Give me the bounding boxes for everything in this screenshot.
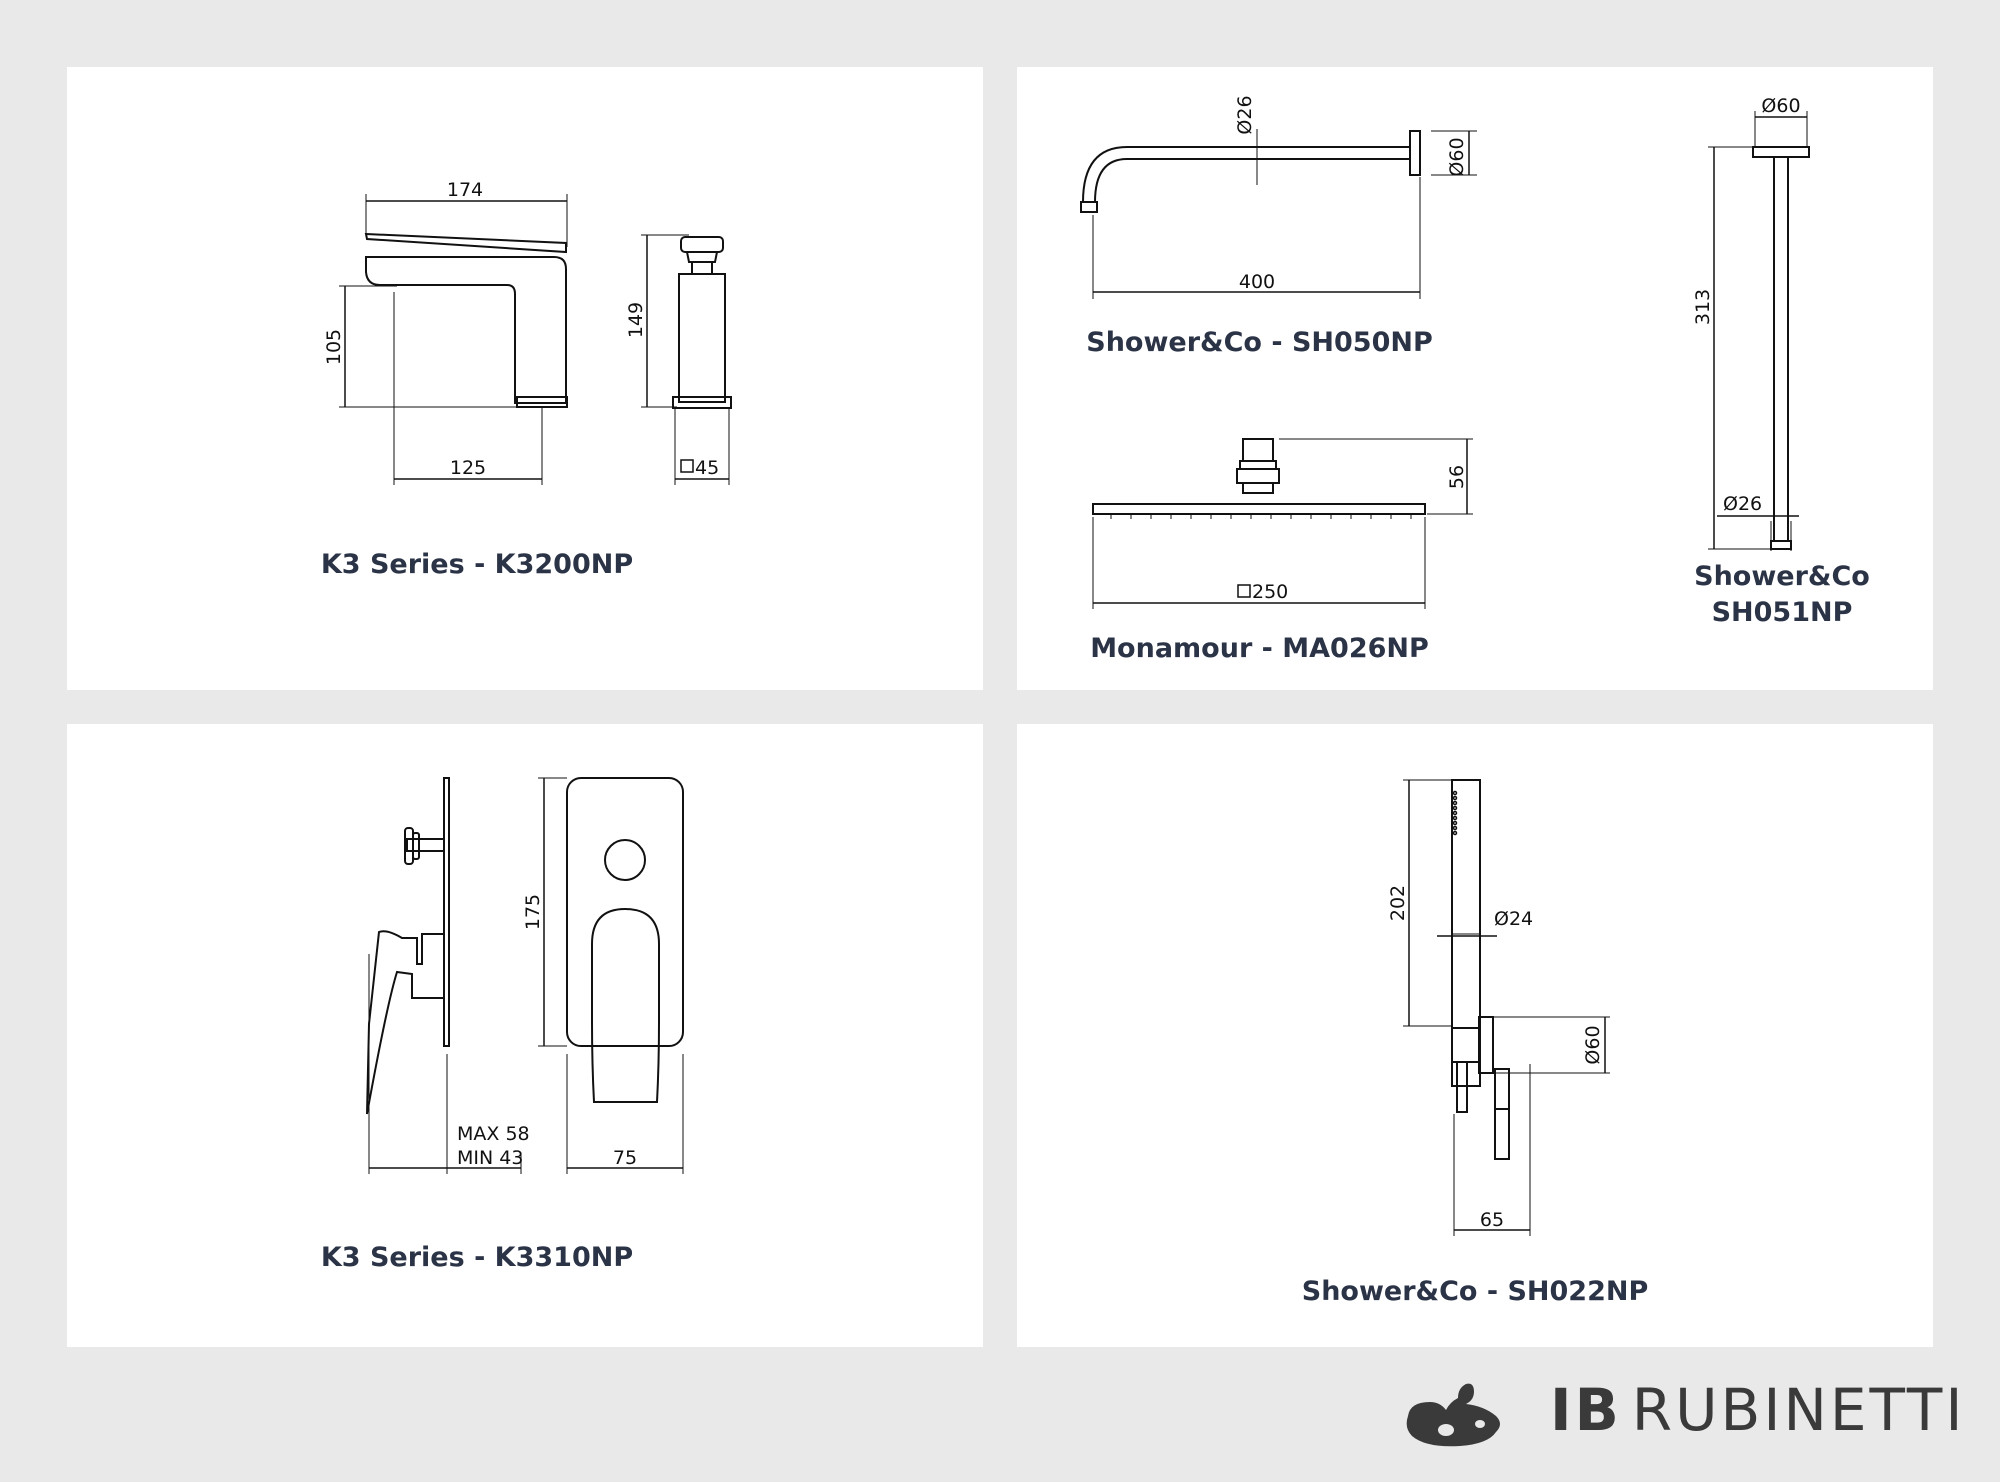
product-caption-k3200: K3 Series - K3200NP — [320, 549, 634, 580]
product-caption-sh051-line1: Shower&Co — [1694, 561, 1870, 592]
dim-bracket-depth: 65 — [1480, 1209, 1504, 1231]
dim-ceiling-top-diameter: Ø60 — [1761, 95, 1800, 117]
drawing-sh022: 202 Ø24 Ø60 65 — [1387, 779, 1610, 1236]
dim-side-base: 45 — [695, 457, 719, 479]
palette-logo-icon — [1406, 1383, 1500, 1447]
drawing-k3200: 174 105 125 149 45 — [323, 179, 732, 485]
dim-ceiling-length: 313 — [1692, 289, 1714, 325]
dim-max: MAX 58 — [457, 1123, 530, 1145]
dim-width-top: 174 — [447, 179, 483, 201]
dim-bottom: 125 — [450, 457, 486, 479]
product-caption-sh051-line2: SH051NP — [1711, 597, 1853, 628]
dim-flange-diameter: Ø60 — [1446, 137, 1468, 176]
dim-plate-width: 75 — [613, 1147, 637, 1169]
dim-pipe-diameter: Ø26 — [1234, 95, 1256, 134]
product-caption-sh050: Shower&Co - SH050NP — [1086, 327, 1433, 358]
panel-k3310: MAX 58 MIN 43 175 75 K3 Series - K3310NP — [67, 724, 983, 1347]
dim-head-height: 56 — [1446, 465, 1468, 489]
dim-min: MIN 43 — [457, 1147, 523, 1169]
dim-plate-height: 175 — [522, 894, 544, 930]
panel-sh022: 202 Ø24 Ø60 65 Shower&Co - SH022NP — [1017, 724, 1933, 1347]
dim-head-width: 250 — [1252, 581, 1288, 603]
product-caption-k3310: K3 Series - K3310NP — [320, 1242, 634, 1273]
dim-side-height: 149 — [625, 302, 647, 338]
product-caption-sh022: Shower&Co - SH022NP — [1301, 1276, 1649, 1307]
drawing-k3310: MAX 58 MIN 43 175 75 — [366, 777, 684, 1174]
brand-rest: RUBINETTI — [1631, 1376, 1966, 1444]
dim-height-left: 105 — [323, 329, 345, 365]
dim-ceiling-bottom-diameter: Ø26 — [1723, 493, 1762, 515]
dim-hand-length: 202 — [1387, 885, 1409, 921]
drawing-shower-set: Ø26 Ø60 400 56 — [1080, 95, 1810, 609]
product-caption-ma026: Monamour - MA026NP — [1090, 633, 1429, 664]
panel-k3200: 174 105 125 149 45 K3 Series - K3200NP — [67, 67, 983, 690]
dim-bracket-diameter: Ø60 — [1582, 1025, 1604, 1064]
dim-handle-diameter: Ø24 — [1494, 908, 1533, 930]
brand-bold: IB — [1550, 1376, 1622, 1444]
dim-arm-length: 400 — [1239, 271, 1275, 293]
panel-shower-set: Ø26 Ø60 400 56 — [1017, 67, 1933, 690]
